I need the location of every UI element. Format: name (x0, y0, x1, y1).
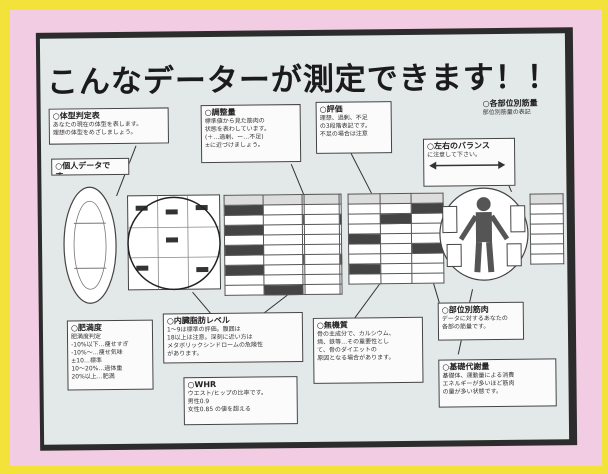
result-table-right (347, 192, 445, 285)
segment-body-figure-icon (439, 187, 529, 281)
note-personal: ○個人データです。 (51, 157, 130, 176)
note-waist: ○WHR ウエスト/ヒップの比率です。 男性0.9 女性0.85 の値を超える (183, 376, 298, 426)
note-adjust: ○調整量 標準値から見た筋肉の 状態を表わしています。 (＋…過剰、ー…不足) … (200, 104, 302, 164)
note-minerals: ○無機質 骨の主成分で、カルシウム、 燐、鉄等…その重要性とし て、骨のダイエッ… (312, 316, 424, 384)
note-judge-head: ○評価 (319, 104, 343, 114)
note-adjust-body: 標準値から見た筋肉の 状態を表わしています。 (＋…過剰、ー…不足) ±に近づけ… (204, 117, 271, 150)
note-shape-body: あなたの現在の体型を表します。 理想の体型をめざしましょう。 (52, 120, 143, 137)
note-waist-body: ウエスト/ヒップの比率です。 男性0.9 女性0.85 の値を超える (187, 389, 268, 414)
note-balance: ○左右のバランス に注意して下さい。 (422, 137, 516, 187)
note-various: ○各部位別筋量 部位別筋量の表記 (478, 95, 561, 125)
note-various-body: 部位別筋量の表記 (482, 108, 531, 117)
note-shape: ○体型判定表 あなたの現在の体型を表します。 理想の体型をめざしましょう。 (48, 107, 169, 145)
poster-photo: こんなデーターが測定できます！！ ○体型判定表 あなたの現在の体型を表します。 … (35, 27, 578, 451)
balance-arrow-icon (429, 160, 506, 170)
adjust-column-table (303, 193, 341, 296)
segment-side-table (529, 193, 565, 265)
note-segment-body: データに対するあなたの 各部の筋量です。 (441, 314, 508, 331)
note-minerals-body: 骨の主成分で、カルシウム、 燐、鉄等…その重要性とし て、骨のダイエットの 原因… (316, 330, 395, 362)
note-judge-body: 理想、過剰、不足 の3段階表記です。 不足の場合は注意 (319, 114, 372, 138)
note-visceral-body: 1〜9は標準の評価。腹囲は 18以上は注意。深刻に近い方は メタボリックシンドロ… (166, 325, 263, 358)
note-segment: ○部位別筋肉 データに対するあなたの 各部の筋量です。 (437, 301, 525, 341)
note-personal-head: ○個人データです。 (55, 161, 111, 176)
note-obesity-body: 肥満度判定 -10%以下…痩せすぎ -10%〜…痩せ気味 ±10…標準 10〜2… (70, 333, 129, 381)
note-obesity: ○肥満度 肥満度判定 -10%以下…痩せすぎ -10%〜…痩せ気味 ±10…標準… (66, 319, 154, 391)
poster-board: こんなデーターが測定できます！！ ○体型判定表 あなたの現在の体型を表します。 … (39, 33, 570, 445)
shape-grid-circle-icon (127, 194, 222, 291)
note-bmr-body: 基礎体、運動量による消費 エネルギーが多いほど筋肉 の量が多い状態です。 (442, 371, 515, 396)
body-composition-oval-icon (63, 186, 117, 304)
note-judge: ○評価 理想、過剰、不足 の3段階表記です。 不足の場合は注意 (315, 101, 393, 154)
note-visceral: ○内臓脂肪レベル 1〜9は標準の評価。腹囲は 18以上は注意。深刻に近い方は メ… (162, 312, 304, 364)
note-bmr: ○基礎代謝量 基礎体、運動量による消費 エネルギーが多いほど筋肉 の量が多い状態… (438, 358, 557, 408)
